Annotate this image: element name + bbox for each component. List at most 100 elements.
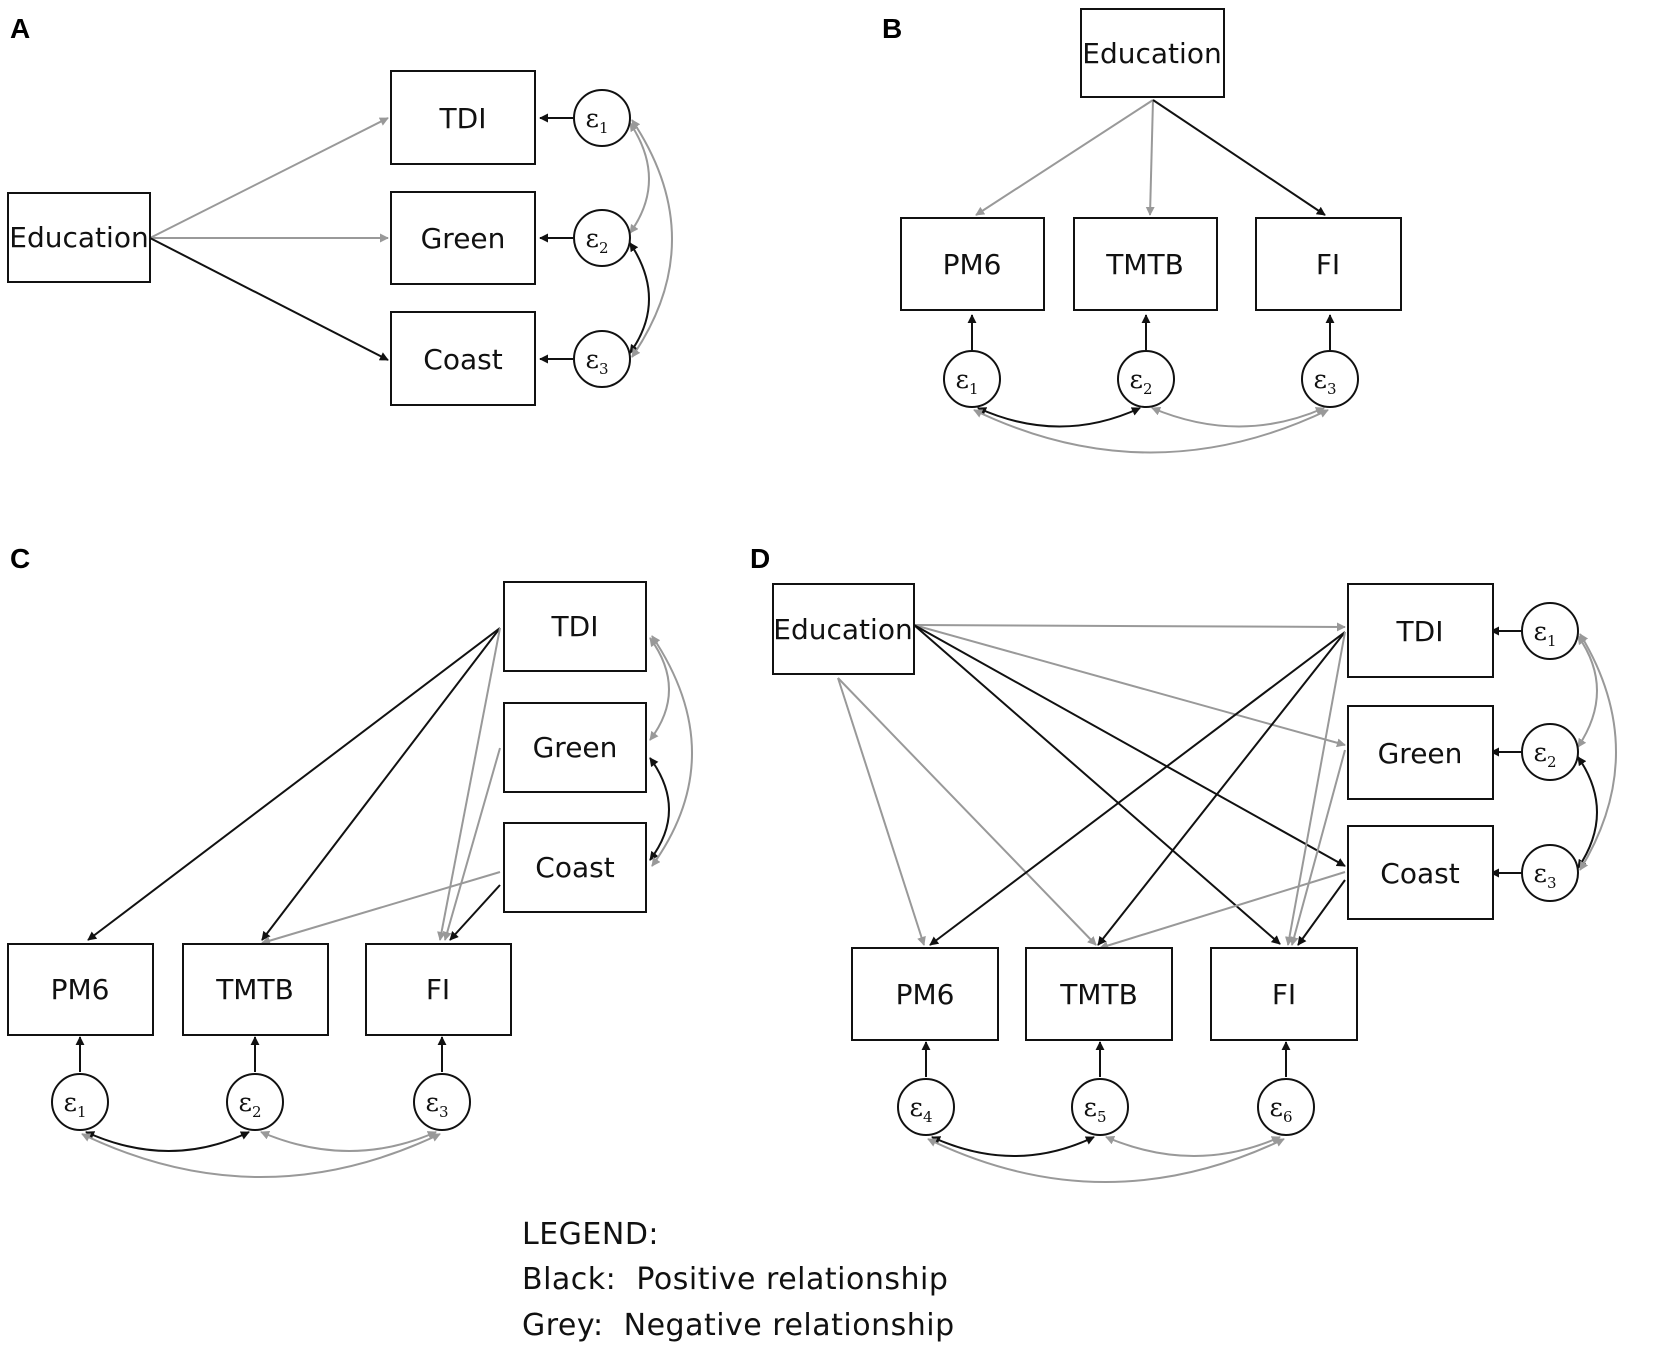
svg-text:Education: Education bbox=[1082, 37, 1221, 70]
svg-text:TMTB: TMTB bbox=[215, 973, 294, 1006]
covariance-tdi-coast-c bbox=[651, 635, 693, 867]
node-tmtb-d: TMTB bbox=[1025, 947, 1173, 1041]
path-education-green-d bbox=[913, 624, 1346, 748]
svg-text:Coast: Coast bbox=[423, 343, 502, 376]
node-education-b: Education bbox=[1080, 8, 1225, 98]
svg-text:Green: Green bbox=[533, 731, 618, 764]
path-education-fi-b bbox=[1152, 99, 1326, 216]
svg-text:FI: FI bbox=[1272, 978, 1296, 1011]
covariance-e4-e6-d bbox=[927, 1138, 1285, 1183]
covariance-e2-e3-a bbox=[629, 242, 650, 354]
node-tdi-c: TDI bbox=[503, 581, 647, 672]
svg-text:ε4: ε4 bbox=[909, 1093, 932, 1126]
svg-text:Coast: Coast bbox=[535, 851, 614, 884]
path-education-pm6-d bbox=[837, 677, 926, 946]
path-tdi-tmtb-c bbox=[261, 627, 501, 941]
svg-text:ε5: ε5 bbox=[1083, 1093, 1106, 1126]
svg-text:PM6: PM6 bbox=[943, 248, 1002, 281]
svg-text:FI: FI bbox=[426, 973, 450, 1006]
node-coast-d: Coast bbox=[1347, 825, 1494, 920]
node-fi-b: FI bbox=[1255, 217, 1402, 311]
svg-text:ε1: ε1 bbox=[585, 104, 608, 137]
node-tmtb-b: TMTB bbox=[1073, 217, 1218, 311]
error-term-2-d: ε2 bbox=[1521, 723, 1579, 781]
svg-text:ε3: ε3 bbox=[425, 1088, 448, 1121]
svg-text:TDI: TDI bbox=[1396, 615, 1444, 648]
covariance-e4-e5-d bbox=[931, 1136, 1095, 1157]
svg-text:ε3: ε3 bbox=[1313, 365, 1336, 398]
svg-text:ε6: ε6 bbox=[1269, 1093, 1292, 1126]
path-education-coast-d bbox=[913, 624, 1346, 867]
svg-text:ε2: ε2 bbox=[1129, 365, 1152, 398]
covariance-e1-e2-c bbox=[85, 1131, 250, 1152]
path-coast-fi-c bbox=[449, 884, 501, 941]
path-tdi-pm6-c bbox=[87, 627, 501, 941]
error-term-2-b: ε2 bbox=[1117, 350, 1175, 408]
covariance-tdi-green-c bbox=[649, 637, 670, 741]
svg-text:ε2: ε2 bbox=[585, 224, 608, 257]
svg-text:TMTB: TMTB bbox=[1059, 978, 1138, 1011]
svg-text:FI: FI bbox=[1316, 248, 1340, 281]
covariance-e1-e3-b bbox=[973, 409, 1329, 454]
covariance-e1-e3-c bbox=[81, 1133, 441, 1178]
path-education-tdi-a bbox=[149, 117, 389, 239]
covariance-e1-e2-a bbox=[629, 122, 650, 234]
node-coast-a: Coast bbox=[390, 311, 536, 406]
svg-text:ε2: ε2 bbox=[238, 1088, 261, 1121]
panel-b: B Education PM6 TMTB FI bbox=[882, 8, 1402, 454]
panel-d: D Education bbox=[750, 543, 1617, 1183]
panel-label-c: C bbox=[10, 543, 30, 574]
node-pm6-b: PM6 bbox=[900, 217, 1045, 311]
path-tdi-tmtb-d bbox=[1097, 631, 1346, 946]
path-education-coast-a bbox=[149, 237, 389, 361]
error-term-3-b: ε3 bbox=[1301, 350, 1359, 408]
node-fi-c: FI bbox=[365, 943, 512, 1036]
error-term-4-d: ε4 bbox=[897, 1078, 955, 1136]
error-term-6-d: ε6 bbox=[1257, 1078, 1315, 1136]
legend: LEGEND: Black: Positive relationship Gre… bbox=[522, 1217, 955, 1343]
node-tdi-a: TDI bbox=[390, 70, 536, 165]
svg-text:Education: Education bbox=[773, 613, 912, 646]
path-tdi-pm6-d bbox=[929, 631, 1346, 946]
node-pm6-d: PM6 bbox=[851, 947, 999, 1041]
covariance-e1-e2-d bbox=[1577, 635, 1598, 748]
error-term-3-d: ε3 bbox=[1521, 844, 1579, 902]
path-green-fi-c bbox=[442, 747, 501, 941]
svg-text:Green: Green bbox=[1378, 737, 1463, 770]
svg-text:ε1: ε1 bbox=[1533, 617, 1556, 650]
path-coast-fi-d bbox=[1297, 879, 1346, 946]
svg-text:TMTB: TMTB bbox=[1105, 248, 1184, 281]
node-coast-c: Coast bbox=[503, 822, 647, 913]
covariance-e1-e2-b bbox=[977, 407, 1141, 428]
node-tdi-d: TDI bbox=[1347, 583, 1494, 678]
path-coast-tmtb-c bbox=[261, 871, 501, 945]
svg-text:ε1: ε1 bbox=[955, 365, 978, 398]
error-term-2-a: ε2 bbox=[573, 209, 631, 267]
path-education-pm6-b bbox=[975, 99, 1154, 216]
covariance-e2-e3-d bbox=[1577, 756, 1598, 869]
legend-grey: Grey: Negative relationship bbox=[522, 1308, 955, 1343]
panel-label-d: D bbox=[750, 543, 770, 574]
path-green-fi-d bbox=[1289, 749, 1346, 946]
panel-a: A Education TDI Green Coast bbox=[7, 13, 673, 406]
svg-text:ε3: ε3 bbox=[585, 345, 608, 378]
path-tdi-fi-c bbox=[437, 627, 501, 941]
legend-black: Black: Positive relationship bbox=[522, 1262, 948, 1297]
svg-text:Green: Green bbox=[421, 222, 506, 255]
svg-text:Coast: Coast bbox=[1380, 857, 1459, 890]
error-term-1-b: ε1 bbox=[943, 350, 1001, 408]
error-term-1-c: ε1 bbox=[51, 1073, 109, 1131]
error-term-3-c: ε3 bbox=[413, 1073, 471, 1131]
svg-text:TDI: TDI bbox=[439, 102, 487, 135]
error-term-2-c: ε2 bbox=[226, 1073, 284, 1131]
error-term-1-d: ε1 bbox=[1521, 602, 1579, 660]
path-education-fi-d bbox=[913, 624, 1281, 945]
node-tmtb-c: TMTB bbox=[182, 943, 329, 1036]
error-term-1-a: ε1 bbox=[573, 89, 631, 147]
node-green-a: Green bbox=[390, 191, 536, 285]
node-green-c: Green bbox=[503, 702, 647, 793]
path-education-tmtb-b bbox=[1145, 99, 1155, 216]
error-term-5-d: ε5 bbox=[1071, 1078, 1129, 1136]
panel-label-a: A bbox=[10, 13, 30, 44]
panel-c: C TDI Green Coast bbox=[7, 543, 693, 1178]
